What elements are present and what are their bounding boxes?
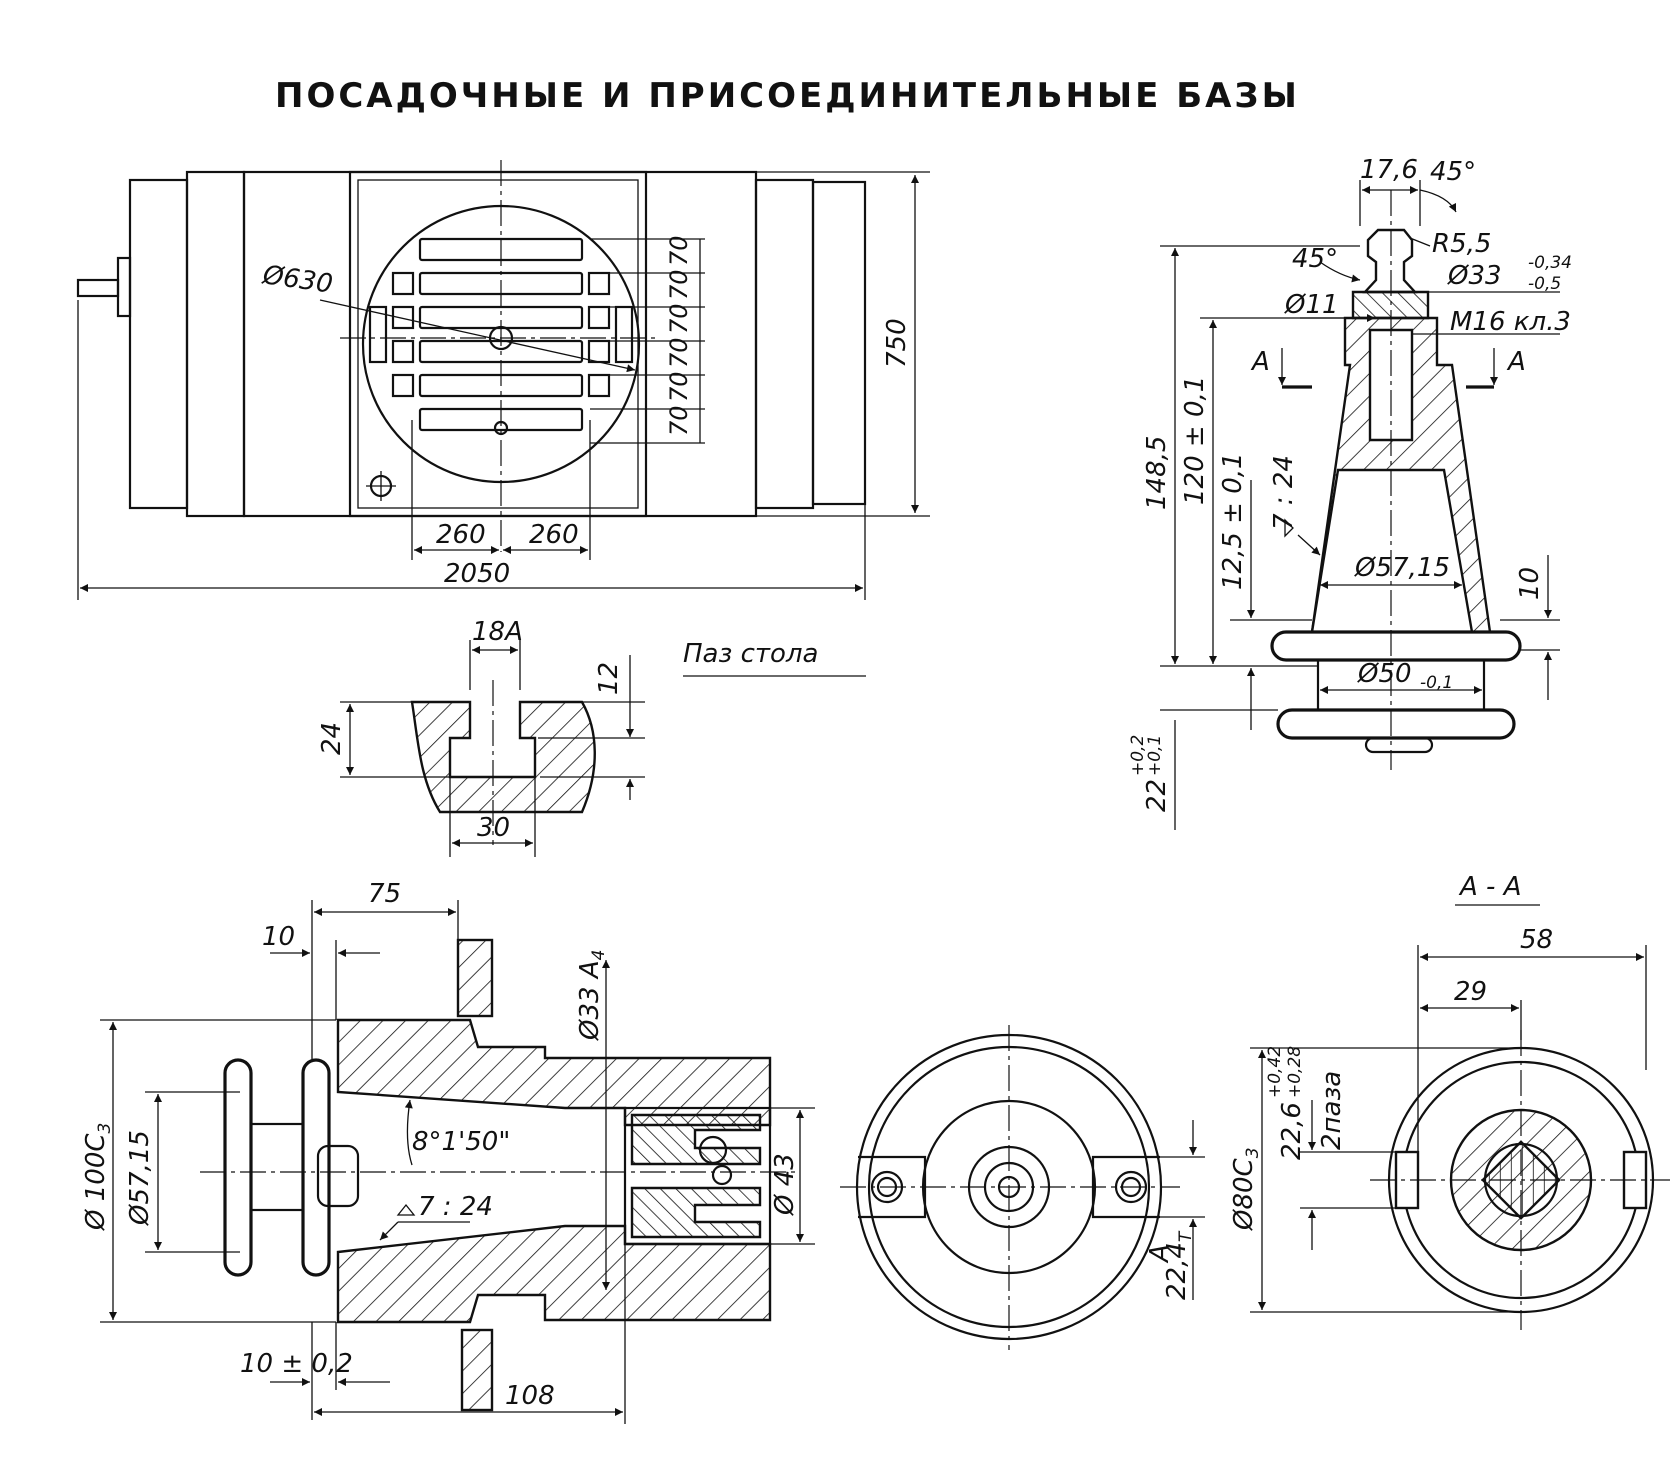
slot-pitch-label: 70 (665, 405, 693, 436)
offset-right-label: 260 (529, 520, 579, 550)
shank-collar-tol-lower: -0,5 (1528, 274, 1561, 294)
slot-caption: Паз стола (683, 639, 818, 669)
spindle-nose-section-lower (336, 1224, 772, 1324)
shank-flange-lower (1276, 708, 1516, 740)
spindle-angle-label: 8°1'50" (412, 1127, 510, 1157)
offset-left-label: 260 (436, 520, 486, 550)
shank-bore-lower (1310, 468, 1474, 634)
drawing-title: ПОСАДОЧНЫЕ И ПРИСОЕДИНИТЕЛЬНЫЕ БАЗЫ (275, 76, 1300, 116)
slot-pitch-label: 70 (665, 303, 693, 334)
slot-pitch-label: 70 (665, 371, 693, 402)
shank-bottom-tol-upper: +0,2 (1128, 735, 1148, 776)
spindle-front-view: 22,4Т А (840, 1025, 1205, 1350)
table-diameter-label: Ø630 (260, 260, 335, 300)
section-aa-view: А - А 58 29 Ø80С3 22,6 +0,42 +0,28 2паза (1229, 872, 1670, 1330)
spindle-gauge-diameter-label: Ø57,15 (125, 1130, 155, 1226)
spindle-ball (698, 1135, 728, 1165)
shank-gauge-diameter-label: Ø57,15 (1354, 553, 1450, 583)
section-mark-left: А (1250, 347, 1270, 377)
shank-length-12-5-label: 12,5 ± 0,1 (1218, 452, 1248, 590)
spindle-stud-body (249, 1122, 305, 1212)
spindle-section-view: 75 10 Ø 100С3 Ø57,15 Ø33 А4 Ø 43 8°1'50"… (81, 879, 815, 1424)
shank-flange-thickness-label: 10 (1515, 567, 1545, 600)
shank-length-120-label: 120 ± 0,1 (1180, 376, 1210, 505)
shank-flange-diameter-label: Ø50 (1357, 659, 1412, 689)
slot-pitch-label: 70 (665, 269, 693, 300)
shank-bottom-dim-label: 22 (1142, 779, 1172, 812)
shank-top-angle-label: 45° (1430, 157, 1476, 187)
shank-hole-diameter-label: Ø11 (1284, 290, 1339, 320)
table-view: Ø630 750 70 70 70 70 70 70 260 (76, 160, 930, 600)
shank-total-length-label: 148,5 (1142, 436, 1172, 510)
shank-flange (1270, 630, 1522, 662)
spindle-drawbar-parts (630, 1113, 762, 1166)
shank-thread-label: М16 кл.3 (1450, 307, 1571, 337)
aa-slot-tol-upper: +0,42 (1265, 1046, 1285, 1098)
spindle-ball-lower (711, 1164, 733, 1186)
shank-collar-tol-upper: -0,34 (1528, 253, 1572, 273)
spindle-drawbar-chamber (623, 1106, 772, 1246)
table-end-cap-left (128, 178, 189, 510)
spindle-stud-disk-right (301, 1058, 331, 1277)
front-key-width-label: 22,4Т (1162, 1230, 1196, 1300)
front-key-mark: А (1145, 1244, 1175, 1264)
table-center-frame (348, 170, 648, 518)
spindle-stub (116, 256, 132, 318)
aa-diameter-label: Ø80С3 (1229, 1147, 1263, 1231)
overall-length-label: 2050 (444, 559, 510, 589)
spindle-outer-diameter-label: Ø 100С3 (81, 1123, 115, 1231)
aa-slot-width-label: 22,6 (1277, 1102, 1307, 1160)
spindle-taper-label: 7 : 24 (418, 1192, 493, 1222)
table-end-cap-right (811, 180, 867, 506)
slot-width-label: 18А (472, 617, 523, 647)
aa-slots-count-label: 2паза (1317, 1071, 1347, 1150)
spindle-nose-section (336, 1018, 772, 1127)
slot-pitch-label: 70 (665, 235, 693, 266)
table-center-inner (357, 179, 639, 509)
section-aa-label: А - А (1458, 872, 1521, 902)
shank-collar-diameter-label: Ø33 (1447, 261, 1502, 291)
shank-pull-stud (1362, 228, 1418, 294)
spindle-diameter-43-label: Ø 43 (770, 1153, 800, 1216)
aa-slot-tol-lower: +0,28 (1285, 1046, 1305, 1098)
shank-bottom-tol-lower: +0,1 (1145, 735, 1165, 776)
table-segment-right (754, 178, 815, 510)
shank-tip (1364, 736, 1434, 754)
aa-dim-29-label: 29 (1454, 977, 1487, 1007)
spindle-clamp-plate-top (456, 938, 494, 1018)
taper-shank-view: 17,6 45° 45° R5,5 Ø33 -0,34 -0,5 Ø11 М16… (1128, 155, 1572, 830)
table-segment-left (185, 170, 246, 518)
shank-flange-tol: -0,1 (1420, 673, 1453, 693)
shank-top-width-label: 17,6 (1360, 155, 1418, 185)
aa-dim-58-label: 58 (1520, 925, 1553, 955)
spindle-bore-diameter-label: Ø33 А4 (575, 950, 609, 1041)
spindle-stub-shaft (76, 278, 120, 298)
slot-pitch-label: 70 (665, 337, 693, 368)
shank-radius-label: R5,5 (1432, 229, 1491, 259)
table-slot-view: 18А Паз стола 12 24 30 (317, 617, 866, 857)
table-height-label: 750 (882, 318, 912, 368)
slot-depth-label: 12 (594, 662, 624, 695)
slot-total-depth-label: 24 (317, 722, 347, 755)
spindle-dim-108-label: 108 (505, 1381, 555, 1411)
spindle-dim-75-label: 75 (368, 879, 401, 909)
spindle-dim-10-label: 10 (262, 922, 295, 952)
spindle-drawbar-parts-lower (630, 1186, 762, 1239)
slot-bottom-width-label: 30 (477, 813, 510, 843)
section-mark-right: А (1506, 347, 1526, 377)
spindle-stud-key (316, 1144, 360, 1208)
spindle-clamp-plate-bottom (460, 1328, 494, 1412)
slot-section (410, 700, 596, 814)
shank-taper-label: 7 : 24 (1269, 455, 1299, 530)
spindle-dim-10-tol-label: 10 ± 0,2 (240, 1349, 353, 1379)
slot-pitch-labels: 70 70 70 70 70 70 (665, 235, 693, 436)
